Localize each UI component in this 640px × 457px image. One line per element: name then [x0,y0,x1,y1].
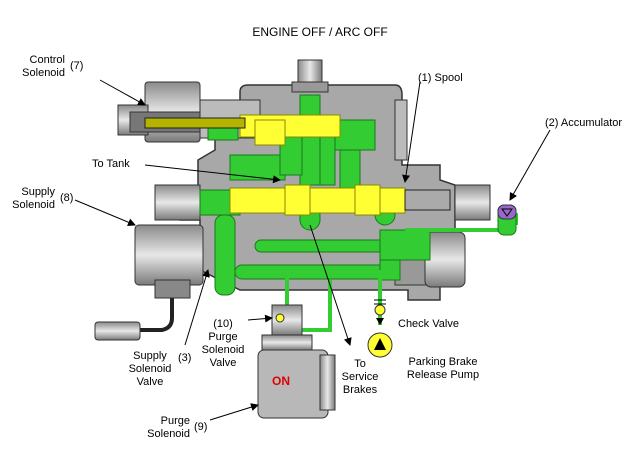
purge-line [271,278,332,336]
supply-valve-label: Supply Solenoid Valve [128,350,172,388]
on-indicator: ON [272,374,290,388]
supply-solenoid [94,224,204,341]
supply-solenoid-label: Supply Solenoid [12,186,55,211]
right-port-fitting [454,184,491,221]
supply-solenoid-number: (8) [60,192,74,204]
leader-lines [74,79,551,421]
purge-valve-label: (10) Purge Solenoid Valve [201,318,245,369]
accumulator-line [405,204,518,236]
control-solenoid-number: (7) [70,60,84,72]
check-valve-line [374,270,386,325]
diagram-title: ENGINE OFF / ARC OFF [252,25,388,39]
to-tank-label: To Tank [92,158,130,170]
spool-label: (1) Spool [418,72,463,84]
left-port-fitting [154,184,201,221]
purge-solenoid [257,334,336,419]
supply-valve-number: (3) [178,352,192,364]
control-solenoid [117,81,261,143]
accumulator-label: (2) Accumulator [545,117,623,129]
spool-stems [144,117,451,211]
purge-solenoid-label: Purge Solenoid [147,415,190,440]
pump-label: Parking Brake Release Pump [406,356,480,381]
purge-solenoid-number: (9) [194,421,208,433]
service-brakes-label: To Service Brakes [341,358,379,396]
control-solenoid-label: Control Solenoid [22,54,65,79]
check-valve-label: Check Valve [398,318,459,330]
parking-brake-pump [367,332,393,358]
